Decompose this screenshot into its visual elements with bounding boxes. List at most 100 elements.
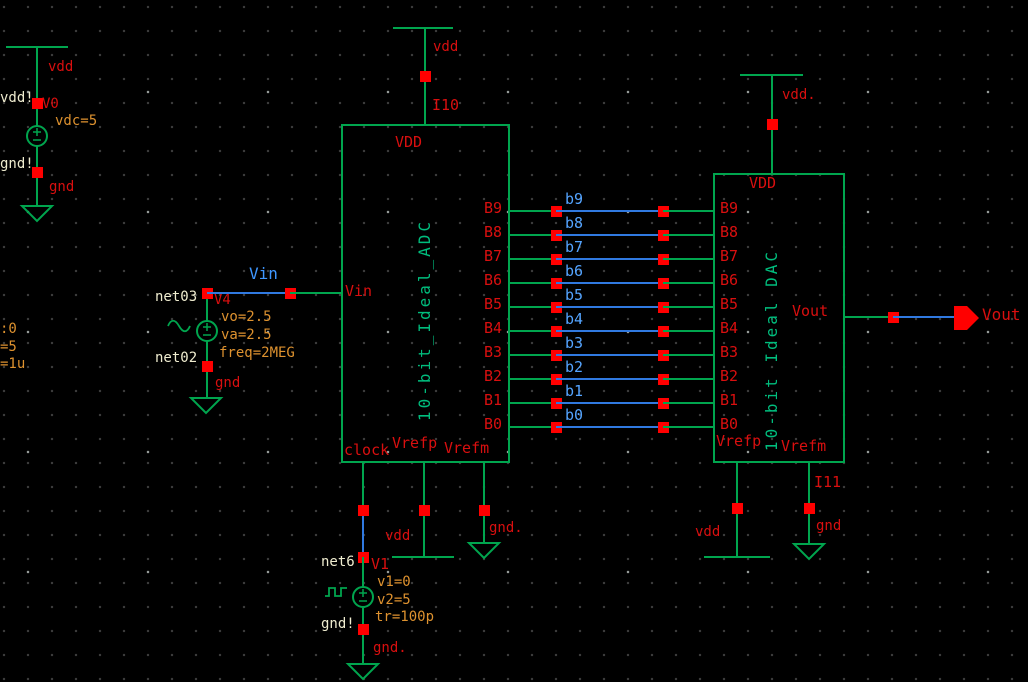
pin-marker[interactable] xyxy=(32,98,43,109)
edge-text-fragment: =5 xyxy=(0,339,17,355)
vdc-source-symbol[interactable] xyxy=(26,125,48,147)
adc-bit-pin-label: B9 xyxy=(483,199,502,217)
wire[interactable] xyxy=(362,557,364,587)
adc-bit-pin-label: B1 xyxy=(483,391,502,409)
net-label-net02: net02 xyxy=(155,350,198,366)
wire[interactable] xyxy=(663,234,713,236)
wire[interactable] xyxy=(510,330,556,332)
wire[interactable] xyxy=(510,210,556,212)
gnd-symbol[interactable] xyxy=(345,663,381,681)
wire[interactable] xyxy=(510,378,556,380)
wire[interactable] xyxy=(663,426,713,428)
vsin-source-symbol[interactable] xyxy=(196,320,218,342)
gnd-symbol[interactable] xyxy=(188,397,224,415)
wire[interactable] xyxy=(663,330,713,332)
pin-marker[interactable] xyxy=(479,505,490,516)
gnd-symbol[interactable] xyxy=(466,542,502,560)
adc-bit-pin-label: B3 xyxy=(483,343,502,361)
pin-marker[interactable] xyxy=(804,503,815,514)
wire-bit-net[interactable] xyxy=(556,402,663,404)
vdd-rail-symbol[interactable] xyxy=(392,556,454,558)
wire[interactable] xyxy=(663,282,713,284)
edge-text-fragment: =1u xyxy=(0,356,26,372)
property-v1: v1=0 xyxy=(377,574,411,590)
pin-marker[interactable] xyxy=(732,503,743,514)
wire-bit-net[interactable] xyxy=(556,210,663,212)
gnd-symbol[interactable] xyxy=(19,205,55,223)
vpulse-source-symbol[interactable] xyxy=(352,586,374,608)
plus-minus-icon xyxy=(203,323,211,336)
instance-label-v4: V4 xyxy=(214,292,231,308)
adc-pin-label-vrefp: Vrefp xyxy=(392,434,438,452)
wire[interactable] xyxy=(510,234,556,236)
wire[interactable] xyxy=(663,402,713,404)
pin-marker[interactable] xyxy=(358,505,369,516)
adc-pin-label-clock: clock xyxy=(344,441,390,459)
wire-bit-net[interactable] xyxy=(556,378,663,380)
bus-net-label: b6 xyxy=(565,262,584,280)
wire[interactable] xyxy=(510,306,556,308)
wire-bit-net[interactable] xyxy=(556,354,663,356)
wire-bit-net[interactable] xyxy=(556,330,663,332)
wire[interactable] xyxy=(510,354,556,356)
instance-label-v0: V0 xyxy=(42,96,59,112)
bus-net-label: b8 xyxy=(565,214,584,232)
wire[interactable] xyxy=(663,306,713,308)
vdd-rail-symbol[interactable] xyxy=(704,556,770,558)
wire[interactable] xyxy=(510,426,556,428)
wire-vout-net[interactable] xyxy=(893,316,954,318)
wire-bit-net[interactable] xyxy=(556,306,663,308)
dac-instance-body[interactable] xyxy=(713,173,845,463)
dac-pin-label-vdd: VDD xyxy=(749,174,777,192)
wire[interactable] xyxy=(483,463,485,543)
wire[interactable] xyxy=(362,463,364,510)
net-label-vdd-global: vdd! xyxy=(0,90,34,106)
wire[interactable] xyxy=(845,316,893,318)
pin-marker[interactable] xyxy=(358,624,369,635)
pin-marker[interactable] xyxy=(419,505,430,516)
net-label-gnd: gnd. xyxy=(489,520,523,536)
edge-text-fragment: :0 xyxy=(0,321,17,337)
wire[interactable] xyxy=(362,608,364,664)
wire[interactable] xyxy=(663,354,713,356)
bus-net-label: b9 xyxy=(565,190,584,208)
net-label-vdd: vdd xyxy=(433,39,459,55)
adc-pin-label-vrefm: Vrefm xyxy=(444,439,490,457)
wire-vin-net[interactable] xyxy=(207,292,290,294)
wire[interactable] xyxy=(206,293,208,321)
wire-bit-net[interactable] xyxy=(556,426,663,428)
property-vo: vo=2.5 xyxy=(221,309,272,325)
pin-marker[interactable] xyxy=(32,167,43,178)
wire[interactable] xyxy=(290,292,342,294)
dac-bit-pin-label: B6 xyxy=(720,271,739,289)
instance-label-i10: I10 xyxy=(432,96,460,114)
pin-marker[interactable] xyxy=(767,119,778,130)
wire[interactable] xyxy=(663,258,713,260)
dac-bit-pin-label: B4 xyxy=(720,319,739,337)
wire-bit-net[interactable] xyxy=(556,258,663,260)
gnd-symbol[interactable] xyxy=(791,543,827,561)
vdd-rail-symbol[interactable] xyxy=(393,27,453,29)
pulse-icon xyxy=(325,587,347,597)
net-label-vin: Vin xyxy=(249,264,278,283)
wire-bit-net[interactable] xyxy=(556,234,663,236)
net-label-vdd: vdd xyxy=(48,59,74,75)
adc-instance-body[interactable] xyxy=(341,124,510,463)
instance-label-v1: V1 xyxy=(371,555,390,573)
wire-bit-net[interactable] xyxy=(556,282,663,284)
wire[interactable] xyxy=(663,210,713,212)
adc-bit-pin-label: B4 xyxy=(483,319,502,337)
bus-net-label: b2 xyxy=(565,358,584,376)
pin-marker[interactable] xyxy=(420,71,431,82)
wire[interactable] xyxy=(510,258,556,260)
net-label-vdd: vdd xyxy=(385,528,411,544)
pin-marker[interactable] xyxy=(202,361,213,372)
adc-bit-pin-label: B2 xyxy=(483,367,502,385)
wire-clock-net[interactable] xyxy=(362,510,364,557)
wire[interactable] xyxy=(510,402,556,404)
wire[interactable] xyxy=(663,378,713,380)
wire[interactable] xyxy=(36,47,38,126)
dac-bit-pin-label: B9 xyxy=(720,199,739,217)
wire[interactable] xyxy=(510,282,556,284)
